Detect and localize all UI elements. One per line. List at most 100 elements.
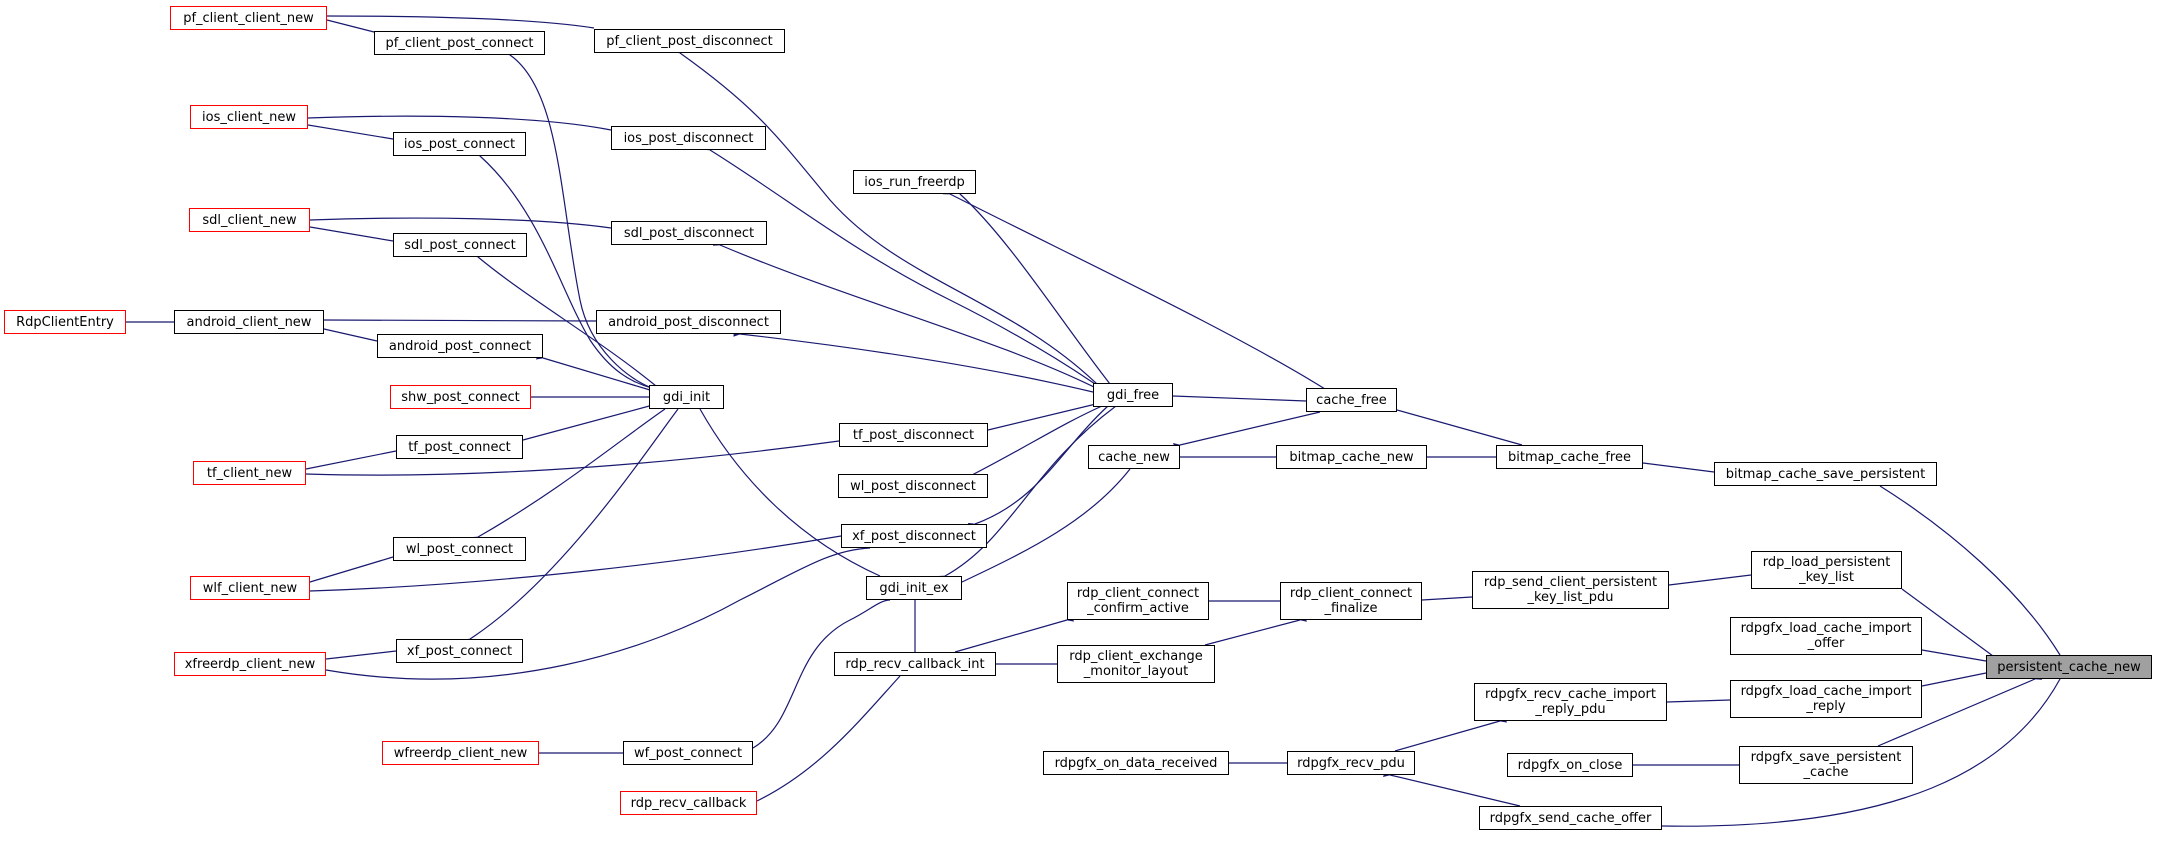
- node-android-post-disconnect[interactable]: android_post_disconnect: [596, 310, 781, 334]
- edge-tf_post_connect-gdi_init: [516, 404, 654, 446]
- edge-persistent_cache_new-rdpgfx_send_cache_offer: [1661, 671, 2067, 827]
- node-ios-run-freerdp[interactable]: ios_run_freerdp: [853, 170, 976, 194]
- node-rdpgfx-recv-pdu[interactable]: rdpgfx_recv_pdu: [1287, 751, 1415, 775]
- edge-android_post_disconnect-gdi_free: [733, 329, 1094, 393]
- node-wl-post-disconnect[interactable]: wl_post_disconnect: [838, 474, 988, 498]
- node-sdl-client-new[interactable]: sdl_client_new: [189, 208, 310, 232]
- node-rdp-load-persistent-key-list[interactable]: rdp_load_persistent _key_list: [1751, 551, 1902, 589]
- edge-persistent_cache_new-bitmap_cache_save_persistent: [1879, 485, 2067, 663]
- edge-cache_new-cache_free: [1173, 411, 1321, 450]
- edge-rdp_recv_callback-rdp_recv_callback_int: [749, 675, 901, 807]
- node-rdpcliententry[interactable]: RdpClientEntry: [4, 310, 126, 334]
- node-sdl-post-disconnect[interactable]: sdl_post_disconnect: [611, 221, 767, 245]
- node-rdp-client-exchange-monitor-layout[interactable]: rdp_client_exchange _monitor_layout: [1057, 645, 1215, 683]
- node-wfreerdp-client-new[interactable]: wfreerdp_client_new: [382, 741, 539, 765]
- edge-tf_client_new-tf_post_disconnect: [299, 440, 840, 478]
- node-rdpgfx-on-data-received[interactable]: rdpgfx_on_data_received: [1043, 751, 1229, 775]
- edge-wl_post_connect-gdi_init: [470, 408, 666, 544]
- node-android-post-connect[interactable]: android_post_connect: [377, 334, 543, 358]
- node-cache-new[interactable]: cache_new: [1088, 445, 1180, 469]
- node-wlf-client-new[interactable]: wlf_client_new: [190, 576, 310, 600]
- node-android-client-new[interactable]: android_client_new: [174, 310, 324, 334]
- edge-persistent_cache_new-rdp_load_persistent_key_list: [1901, 588, 2001, 663]
- edge-persistent_cache_new-rdpgfx_load_cache_import_reply: [1921, 668, 1993, 687]
- edge-rdp_send_client_persistent_key_list_pdu-rdp_client_connect_finalize: [1421, 593, 1479, 601]
- node-rdp-recv-callback[interactable]: rdp_recv_callback: [620, 791, 757, 815]
- node-rdpgfx-load-cache-import-reply[interactable]: rdpgfx_load_cache_import _reply: [1730, 680, 1922, 718]
- edge-rdpgfx_recv_pdu-rdpgfx_send_cache_offer: [1383, 770, 1521, 807]
- edge-ios_client_new-ios_post_connect: [301, 120, 394, 140]
- node-bitmap-cache-save-persistent[interactable]: bitmap_cache_save_persistent: [1714, 462, 1937, 486]
- edge-android_client_new-android_post_connect: [317, 324, 378, 342]
- edge-ios_run_freerdp-cache_free: [942, 188, 1326, 390]
- edge-bitmap_cache_save_persistent-bitmap_cache_free: [1642, 462, 1721, 477]
- node-tf-client-new[interactable]: tf_client_new: [193, 461, 306, 485]
- node-bitmap-cache-free[interactable]: bitmap_cache_free: [1496, 445, 1643, 469]
- edge-wl_post_disconnect-gdi_free: [964, 405, 1103, 482]
- node-xf-post-disconnect[interactable]: xf_post_disconnect: [841, 524, 987, 548]
- node-gdi-init[interactable]: gdi_init: [649, 385, 724, 409]
- edge-ios_client_new-ios_post_disconnect: [301, 114, 612, 131]
- edge-sdl_post_disconnect-gdi_free: [712, 239, 1099, 390]
- node-wl-post-connect[interactable]: wl_post_connect: [393, 537, 526, 561]
- node-rdpgfx-send-cache-offer[interactable]: rdpgfx_send_cache_offer: [1479, 806, 1662, 830]
- node-rdp-client-connect-finalize[interactable]: rdp_client_connect _finalize: [1280, 582, 1422, 620]
- edge-persistent_cache_new-rdpgfx_save_persistent_cache: [1877, 673, 2043, 747]
- edge-ios_run_freerdp-gdi_free: [952, 187, 1111, 385]
- edge-xfreerdp_client_new-xf_post_disconnect: [319, 547, 871, 680]
- edge-tf_client_new-tf_post_connect: [299, 450, 397, 474]
- edge-gdi_init_ex-gdi_free: [937, 405, 1117, 583]
- node-pf-client-post-connect[interactable]: pf_client_post_connect: [374, 31, 545, 55]
- node-pf-client-post-disconnect[interactable]: pf_client_post_disconnect: [594, 29, 785, 53]
- node-rdpgfx-save-persistent-cache[interactable]: rdpgfx_save_persistent _cache: [1739, 746, 1913, 784]
- edge-sdl_client_new-sdl_post_connect: [303, 222, 394, 242]
- node-cache-free[interactable]: cache_free: [1306, 388, 1397, 412]
- edge-xf_post_disconnect-gdi_free: [967, 405, 1109, 530]
- node-rdp-recv-callback-int[interactable]: rdp_recv_callback_int: [834, 652, 996, 676]
- edge-rdpgfx_recv_cache_import_reply_pdu-rdpgfx_recv_pdu: [1394, 715, 1508, 752]
- node-ios-client-new[interactable]: ios_client_new: [190, 105, 308, 129]
- node-persistent-cache-new: persistent_cache_new: [1986, 655, 2152, 679]
- edge-android_post_connect-gdi_init: [535, 352, 651, 391]
- node-bitmap-cache-new[interactable]: bitmap_cache_new: [1276, 445, 1427, 469]
- node-ios-post-disconnect[interactable]: ios_post_disconnect: [611, 126, 766, 150]
- edge-tf_post_disconnect-gdi_free: [981, 403, 1097, 435]
- node-xf-post-connect[interactable]: xf_post_connect: [396, 639, 523, 663]
- edge-pf_client_client_new-pf_client_post_disconnect: [320, 12, 595, 29]
- edge-rdp_client_connect_finalize-rdp_client_exchange_monitor_layout: [1204, 615, 1307, 646]
- edge-ios_post_connect-gdi_init: [472, 149, 653, 389]
- node-gdi-init-ex[interactable]: gdi_init_ex: [866, 576, 962, 600]
- node-wf-post-connect[interactable]: wf_post_connect: [623, 741, 753, 765]
- edge-wlf_client_new-wl_post_connect: [302, 556, 394, 588]
- node-tf-post-disconnect[interactable]: tf_post_disconnect: [839, 423, 988, 447]
- edge-gdi_free-cache_free: [1166, 392, 1307, 402]
- node-tf-post-connect[interactable]: tf_post_connect: [396, 435, 523, 459]
- edge-wlf_client_new-xf_post_disconnect: [303, 535, 842, 595]
- node-gdi-free[interactable]: gdi_free: [1093, 383, 1173, 407]
- edge-wf_post_connect-gdi_init_ex: [745, 599, 891, 755]
- edge-xf_post_connect-gdi_init: [462, 408, 679, 646]
- edge-gdi_init_ex-cache_new: [954, 468, 1131, 588]
- node-shw-post-connect[interactable]: shw_post_connect: [390, 385, 531, 409]
- node-rdpgfx-load-cache-import-offer[interactable]: rdpgfx_load_cache_import _offer: [1730, 617, 1922, 655]
- node-xfreerdp-client-new[interactable]: xfreerdp_client_new: [174, 652, 326, 676]
- edge-pf_client_client_new-pf_client_post_connect: [320, 15, 375, 33]
- edge-rdp_load_persistent_key_list-rdp_send_client_persistent_key_list_pdu: [1668, 570, 1758, 586]
- edge-rdp_client_connect_confirm_active-rdp_recv_callback_int: [954, 614, 1075, 653]
- edge-android_client_new-android_post_disconnect: [317, 316, 597, 324]
- node-rdpgfx-recv-cache-import-reply-pdu[interactable]: rdpgfx_recv_cache_import _reply_pdu: [1474, 683, 1667, 721]
- edge-sdl_client_new-sdl_post_disconnect: [303, 216, 612, 229]
- node-rdpgfx-on-close[interactable]: rdpgfx_on_close: [1507, 753, 1633, 777]
- edge-pf_client_post_connect-gdi_init: [502, 48, 653, 389]
- node-rdp-send-client-persistent-key-list-pdu[interactable]: rdp_send_client_persistent _key_list_pdu: [1472, 571, 1669, 609]
- edge-cache_free-bitmap_cache_free: [1389, 404, 1523, 446]
- edge-ios_post_disconnect-gdi_free: [702, 143, 1099, 387]
- node-ios-post-connect[interactable]: ios_post_connect: [393, 132, 526, 156]
- edge-pf_client_post_disconnect-gdi_free: [672, 46, 1099, 386]
- node-pf-client-client-new[interactable]: pf_client_client_new: [170, 6, 327, 30]
- edge-gdi_init-gdi_init_ex: [693, 401, 881, 577]
- node-sdl-post-connect[interactable]: sdl_post_connect: [393, 233, 527, 257]
- edge-xfreerdp_client_new-xf_post_connect: [319, 650, 397, 664]
- node-rdp-client-connect-confirm-active[interactable]: rdp_client_connect _confirm_active: [1067, 582, 1209, 620]
